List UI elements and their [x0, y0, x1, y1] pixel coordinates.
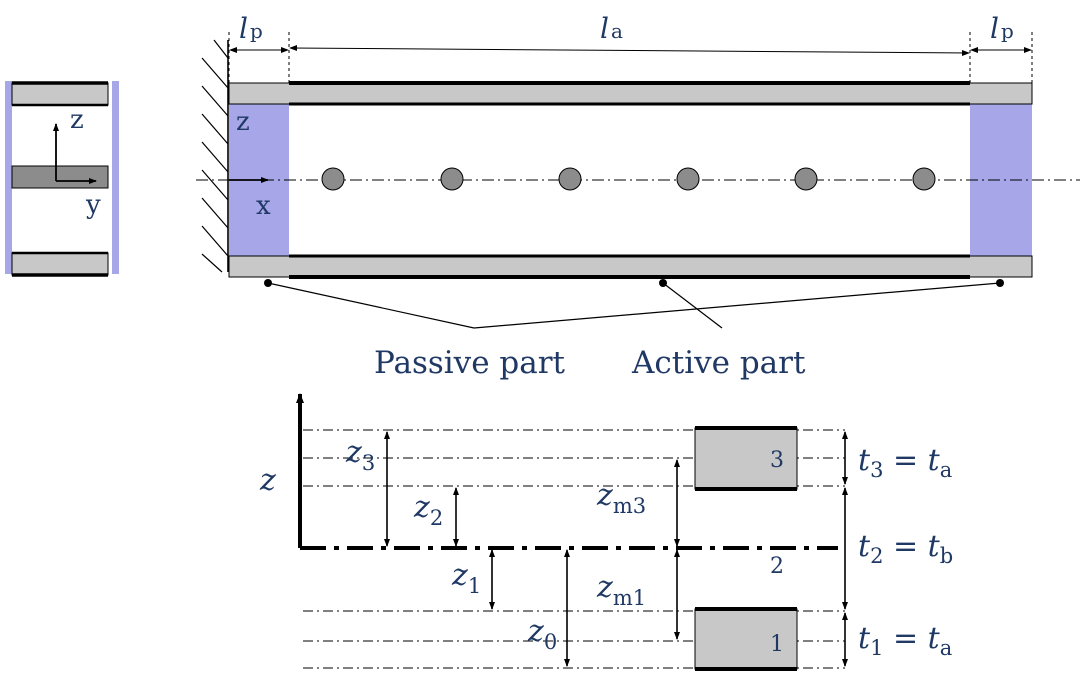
- core-circles: [321, 167, 936, 191]
- top-layer: [228, 82, 1033, 105]
- cross-section-y-label: y: [85, 190, 101, 220]
- passive-part-right: [970, 104, 1032, 256]
- core-circle: [321, 167, 345, 191]
- cross-section-core: [11, 165, 109, 189]
- core-circle: [558, 167, 582, 191]
- passive-part-label: Passive part: [374, 345, 566, 381]
- layer-3-box: [694, 427, 798, 490]
- layer-3-number: 3: [770, 448, 784, 473]
- label-z2: z2: [413, 490, 443, 530]
- layer-1-number: 1: [770, 632, 784, 657]
- core-circle: [794, 167, 818, 191]
- bottom-layer: [228, 255, 1033, 278]
- label-t2: t2 = tb: [858, 529, 953, 568]
- layer-2-number: 2: [770, 554, 784, 579]
- label-z1: z1: [451, 558, 481, 598]
- cross-section-z-label: z: [70, 105, 84, 135]
- dim-la: [289, 45, 970, 56]
- beam-x-label: x: [256, 191, 271, 221]
- label-zm3: zm3: [596, 478, 646, 518]
- cross-section-bottom-layer: [11, 252, 109, 276]
- label-z3: z3: [345, 435, 375, 475]
- label-t1: t1 = ta: [858, 621, 952, 660]
- cross-section: z y: [5, 81, 119, 277]
- active-part-label: Active part: [631, 345, 806, 381]
- stack-z-label: z: [259, 463, 276, 498]
- label-zm1: zm1: [596, 570, 646, 610]
- core-circle: [676, 167, 700, 191]
- core-circle: [440, 167, 464, 191]
- clamped-wall: [201, 39, 229, 273]
- label-t3: t3 = ta: [858, 443, 952, 482]
- cross-section-top-layer: [11, 82, 109, 106]
- layer-stack: z 3 2 1 z3 z2 z1 z0 zm3 zm1: [259, 393, 953, 671]
- label-z0: z0: [527, 614, 557, 654]
- core-circle: [912, 167, 936, 191]
- beam-z-label: z: [236, 107, 250, 137]
